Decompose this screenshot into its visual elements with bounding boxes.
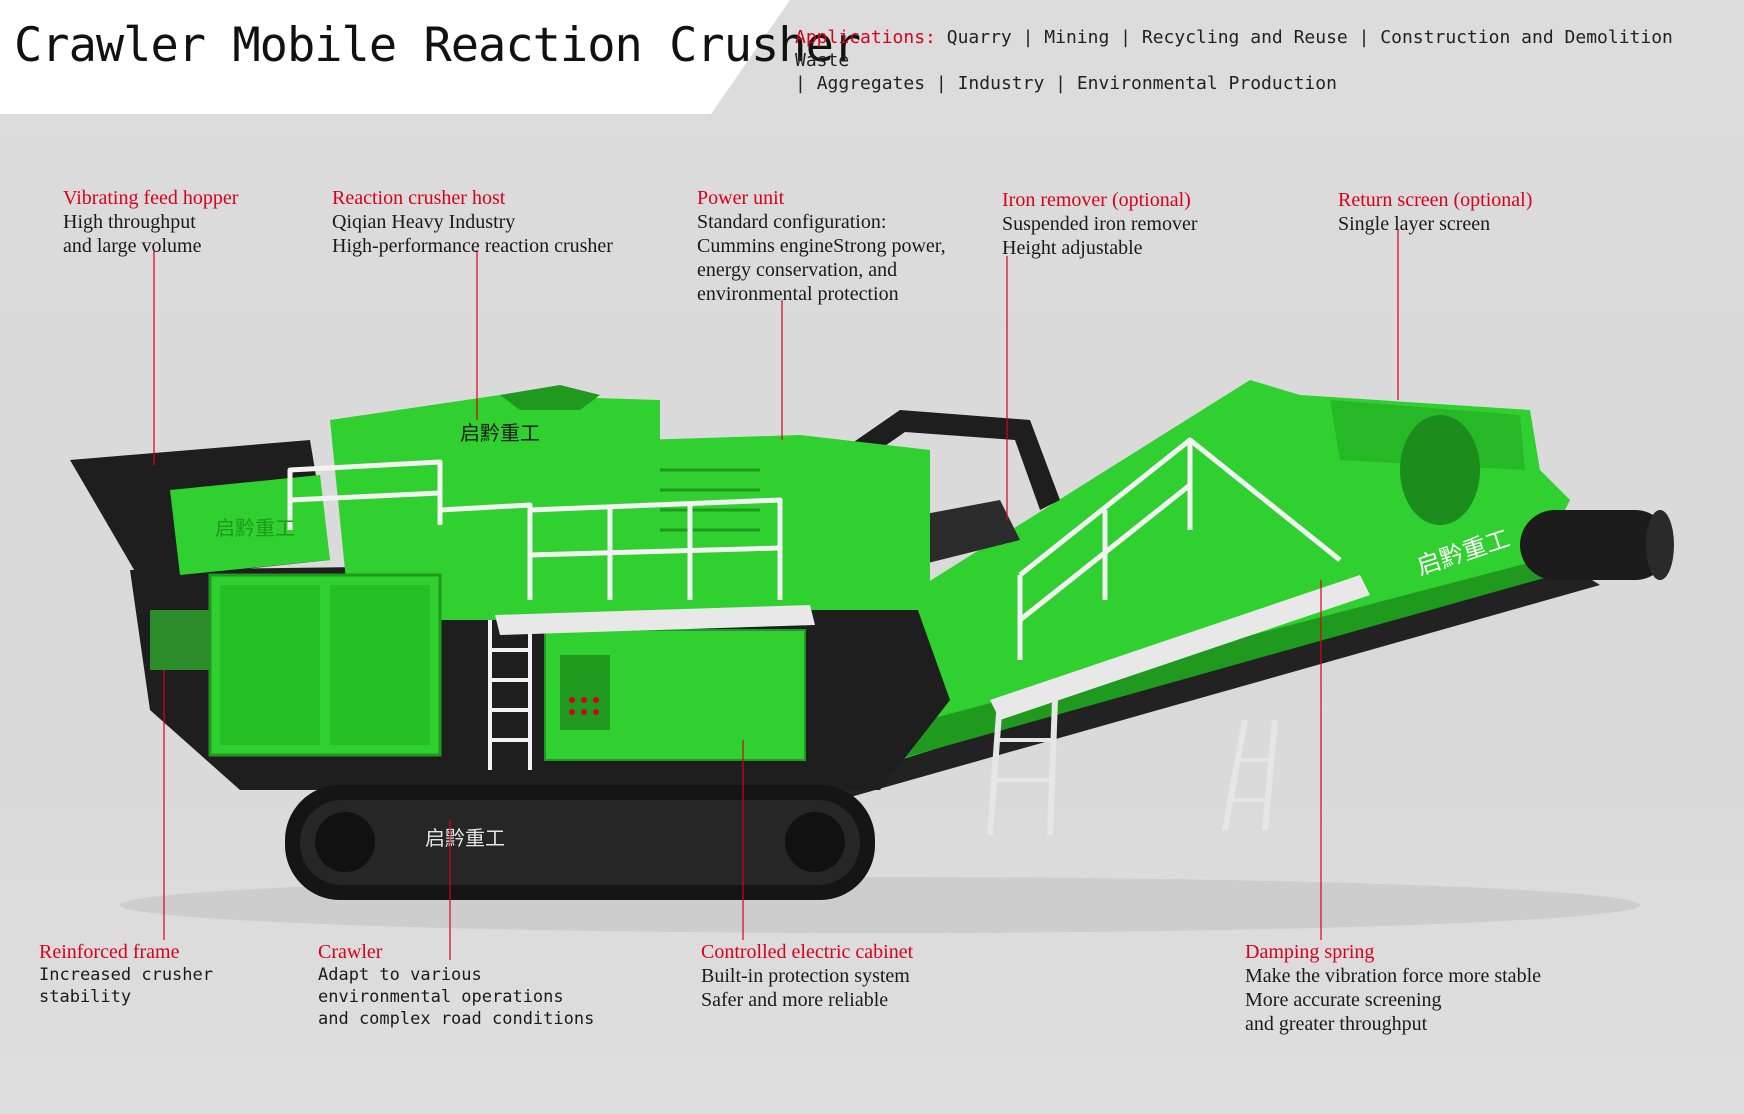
callout-title: Controlled electric cabinet — [701, 941, 914, 963]
callout-line: Height adjustable — [1002, 237, 1143, 259]
title-panel — [0, 0, 790, 114]
brand-logo-host: 启黔重工 — [460, 421, 540, 445]
application-item: Industry — [957, 73, 1045, 94]
callout-line: environmental protection — [697, 283, 899, 305]
application-item: Mining — [1044, 27, 1110, 48]
callout-crawler: Crawler Adapt to various environmental o… — [318, 940, 594, 1030]
callout-title: Return screen (optional) — [1338, 189, 1533, 211]
callout-title: Reaction crusher host — [332, 187, 506, 209]
callout-iron-remover: Iron remover (optional) Suspended iron r… — [1002, 188, 1198, 260]
callout-line: stability — [39, 987, 132, 1007]
callout-line: Standard configuration: — [697, 211, 887, 233]
callout-line: environmental operations — [318, 987, 564, 1007]
callout-title: Vibrating feed hopper — [63, 187, 239, 209]
callout-line: More accurate screening — [1245, 989, 1442, 1011]
applications-list: Applications: Quarry | Mining | Recyclin… — [795, 27, 1673, 94]
callout-line: and large volume — [63, 235, 202, 257]
page-title: Crawler Mobile Reaction Crusher — [14, 18, 861, 73]
callout-title: Iron remover (optional) — [1002, 189, 1191, 211]
callout-line: and greater throughput — [1245, 1013, 1428, 1035]
callout-title: Crawler — [318, 941, 383, 963]
callout-damping-spring: Damping spring Make the vibration force … — [1245, 940, 1541, 1036]
callout-line: Qiqian Heavy Industry — [332, 211, 516, 233]
callout-line: Cummins engineStrong power, — [697, 235, 946, 257]
callout-line: Single layer screen — [1338, 213, 1491, 235]
callout-title: Damping spring — [1245, 941, 1375, 963]
callout-power-unit: Power unit Standard configuration: Cummi… — [697, 186, 946, 306]
callout-line: and complex road conditions — [318, 1009, 595, 1029]
callout-crusher-host: Reaction crusher host Qiqian Heavy Indus… — [332, 186, 613, 258]
application-item: Environmental Production — [1076, 73, 1337, 94]
callout-cabinet: Controlled electric cabinet Built-in pro… — [701, 940, 913, 1012]
callout-line: Built-in protection system — [701, 965, 910, 987]
brand-logo-crawler: 启黔重工 — [425, 826, 505, 850]
callout-line: Increased crusher — [39, 965, 213, 985]
callout-line: Suspended iron remover — [1002, 213, 1198, 235]
application-item: Recycling and Reuse — [1141, 27, 1348, 48]
callout-line: Adapt to various — [318, 965, 482, 985]
callout-feed-hopper: Vibrating feed hopper High throughput an… — [63, 186, 238, 258]
callout-title: Power unit — [697, 187, 785, 209]
callout-line: energy conservation, and — [697, 259, 898, 281]
application-item: Construction and Demolition Waste — [795, 27, 1673, 71]
callout-frame: Reinforced frame Increased crusher stabi… — [39, 940, 213, 1008]
callout-line: Safer and more reliable — [701, 989, 889, 1011]
application-item: Quarry — [946, 27, 1012, 48]
callout-line: Make the vibration force more stable — [1245, 965, 1541, 987]
applications-label: Applications: — [795, 27, 936, 48]
callout-line: High-performance reaction crusher — [332, 235, 613, 257]
callout-title: Reinforced frame — [39, 941, 180, 963]
brand-logo-hopper: 启黔重工 — [215, 516, 295, 540]
application-item: Aggregates — [816, 73, 926, 94]
callout-line: High throughput — [63, 211, 196, 233]
callout-return-screen: Return screen (optional) Single layer sc… — [1338, 188, 1532, 236]
